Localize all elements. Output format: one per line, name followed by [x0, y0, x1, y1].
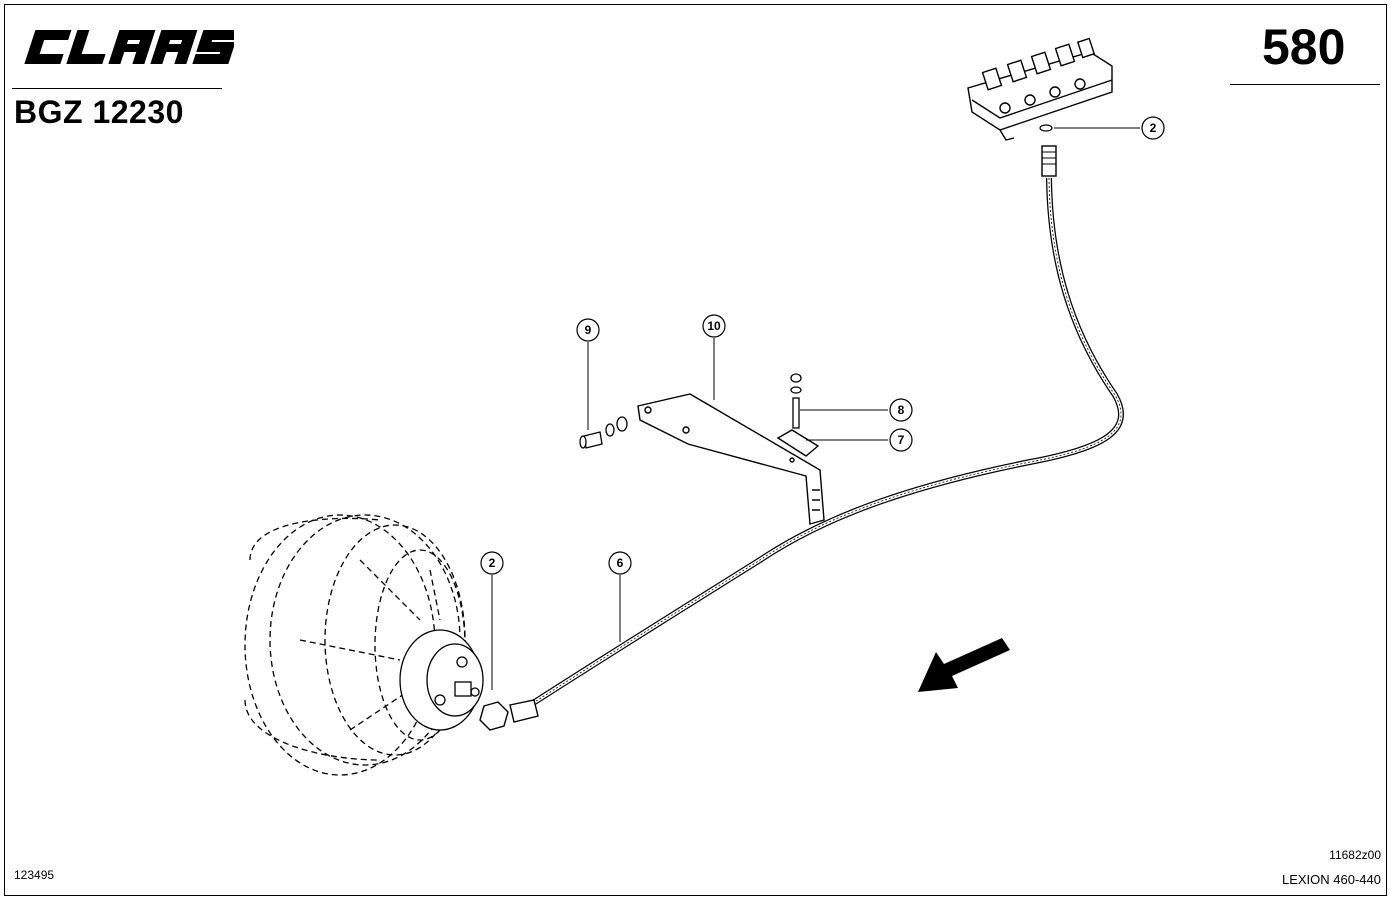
clamp-bolt — [790, 373, 802, 429]
callout-2-top: 2 — [1141, 116, 1165, 140]
drawing-reference: 11682z00 — [1329, 848, 1381, 862]
mounting-bracket — [637, 393, 825, 525]
document-code: BGZ 12230 — [14, 94, 184, 130]
callout-2-bottom: 2 — [480, 551, 504, 575]
footer-code: 123495 — [14, 868, 55, 882]
o-ring-top — [1039, 124, 1053, 132]
svg-text:6: 6 — [617, 556, 624, 570]
screw-set — [579, 416, 628, 449]
hydraulic-hose — [528, 177, 1124, 708]
callout-8: 8 — [889, 398, 913, 422]
page-number: 580 — [1262, 19, 1346, 75]
wheel-hub-motor — [399, 629, 484, 731]
arrow-down-left-icon — [918, 638, 1010, 692]
hose-fitting-top — [1041, 145, 1057, 177]
svg-text:7: 7 — [898, 433, 905, 447]
svg-text:2: 2 — [1150, 121, 1157, 135]
header-rule-left — [12, 88, 222, 89]
page-frame — [4, 4, 1387, 896]
valve-block — [967, 37, 1113, 141]
callout-9: 9 — [576, 318, 600, 342]
svg-text:2: 2 — [489, 556, 496, 570]
machine-model: LEXION 460-440 — [1281, 872, 1381, 887]
header-rule-right — [1230, 84, 1380, 85]
hose-clamp — [776, 429, 820, 457]
svg-text:10: 10 — [707, 319, 721, 333]
svg-text:8: 8 — [898, 403, 905, 417]
brand-logo — [14, 22, 240, 72]
claas-logo-icon — [24, 30, 240, 64]
svg-text:9: 9 — [585, 323, 592, 337]
hose-fitting-bottom — [479, 699, 539, 731]
callout-6: 6 — [608, 551, 632, 575]
callout-7: 7 — [889, 428, 913, 452]
callout-10: 10 — [702, 314, 726, 338]
